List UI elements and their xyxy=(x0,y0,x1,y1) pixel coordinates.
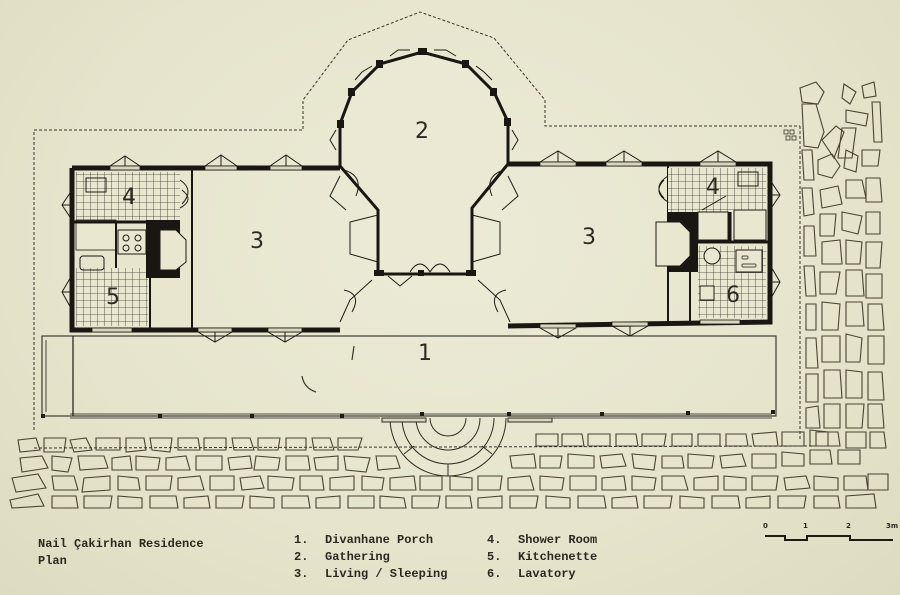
legend-label: Living / Sleeping xyxy=(325,567,448,581)
room-label-shower-left: 4 xyxy=(122,185,136,210)
room-label-lavatory: 6 xyxy=(726,283,740,308)
title-block: Nail Çakirhan Residence Plan xyxy=(38,536,204,570)
room-label-shower-right: 4 xyxy=(706,175,720,200)
legend-item: 5. Kitchenette xyxy=(487,549,597,566)
legend-column-1: 1. Divanhane Porch 2. Gathering 3. Livin… xyxy=(294,532,447,583)
legend-number: 6. xyxy=(487,567,502,581)
porch-outline xyxy=(41,335,777,419)
room-label-living-left: 3 xyxy=(250,229,264,254)
legend-number: 3. xyxy=(294,567,309,581)
legend-label: Divanhane Porch xyxy=(325,533,434,547)
legend-item: 1. Divanhane Porch xyxy=(294,532,447,549)
drawing-title: Nail Çakirhan Residence xyxy=(38,537,204,551)
legend-number: 2. xyxy=(294,550,309,564)
property-line-south xyxy=(33,445,817,449)
scale-bar-graphic xyxy=(765,535,893,541)
legend-label: Gathering xyxy=(325,550,390,564)
right-service-core xyxy=(655,168,770,322)
scale-tick-label: 1 xyxy=(803,522,808,530)
left-service-core xyxy=(72,172,189,330)
pencil-marks xyxy=(301,345,355,393)
room-label-porch: 1 xyxy=(418,341,432,366)
window-shutters xyxy=(61,150,781,343)
site-marker-small-squares xyxy=(783,129,797,141)
legend-item: 4. Shower Room xyxy=(487,532,597,549)
legend-column-2: 4. Shower Room 5. Kitchenette 6. Lavator… xyxy=(487,532,597,583)
stone-paving-south xyxy=(9,429,889,509)
window-sashes xyxy=(91,161,741,333)
legend-number: 1. xyxy=(294,533,309,547)
scale-tick-label: 0 xyxy=(763,522,768,530)
legend-item: 3. Living / Sleeping xyxy=(294,566,447,583)
room-label-living-right: 3 xyxy=(582,225,596,250)
scale-tick-label: 3m xyxy=(886,522,899,530)
gathering-hall xyxy=(329,48,519,323)
legend-label: Lavatory xyxy=(518,567,576,581)
legend-label: Shower Room xyxy=(518,533,598,547)
legend-number: 4. xyxy=(487,533,502,547)
room-label-gathering: 2 xyxy=(415,119,429,144)
legend-label: Kitchenette xyxy=(518,550,598,564)
porch-posts xyxy=(41,410,775,418)
scale-bar: 0 1 2 3m xyxy=(760,522,900,552)
drawing-subtitle: Plan xyxy=(38,554,67,568)
room-label-kitchenette: 5 xyxy=(106,285,120,310)
entry-steps xyxy=(381,417,553,477)
legend-number: 5. xyxy=(487,550,502,564)
stone-paving-east xyxy=(799,81,887,449)
scale-tick-label: 2 xyxy=(846,522,851,530)
legend-item: 2. Gathering xyxy=(294,549,447,566)
roof-outline-dashed xyxy=(33,11,800,430)
legend-item: 6. Lavatory xyxy=(487,566,597,583)
